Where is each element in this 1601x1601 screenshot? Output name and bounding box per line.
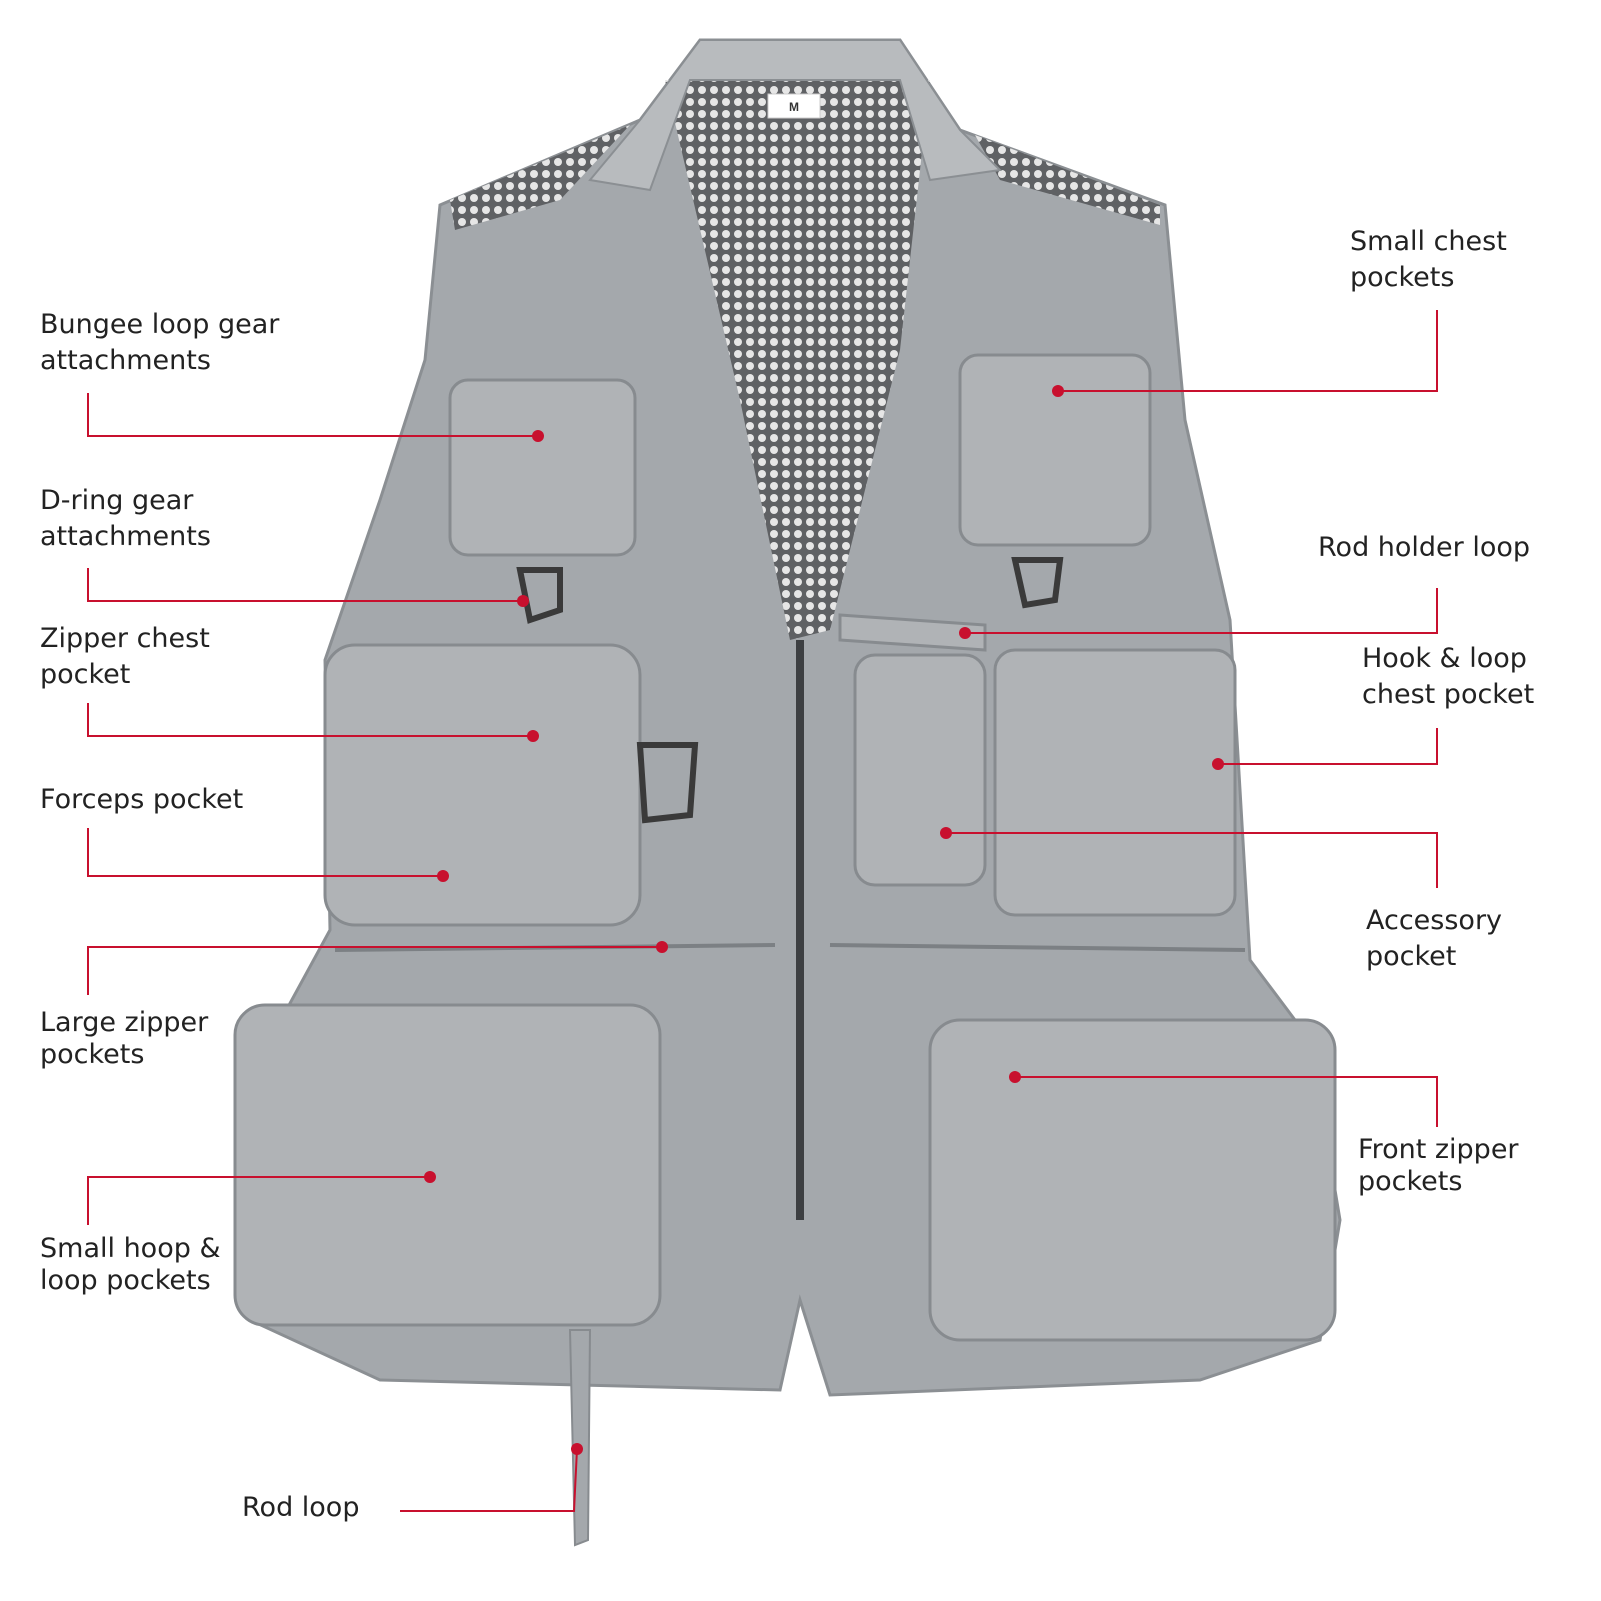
size-tag-text: M bbox=[789, 100, 799, 114]
size-label-tag bbox=[767, 93, 821, 119]
rod-loop-strap bbox=[568, 1329, 592, 1547]
shoulder-mesh-left bbox=[450, 125, 630, 230]
label-small-hoop: Small hoop &loop pockets bbox=[40, 1233, 221, 1297]
label-line: pockets bbox=[1350, 262, 1455, 293]
leader-dots bbox=[424, 385, 1224, 1455]
label-bungee-loop: Bungee loop gear attachments bbox=[40, 307, 279, 379]
label-line: Large zipper bbox=[40, 1007, 209, 1038]
label-line: loop pockets bbox=[40, 1265, 211, 1296]
label-line: pocket bbox=[40, 659, 131, 690]
label-hook-loop: Hook & loop chest pocket bbox=[1362, 641, 1534, 713]
label-line: D-ring gear bbox=[40, 485, 194, 516]
label-line: attachments bbox=[40, 521, 211, 552]
label-line: pockets bbox=[1358, 1166, 1463, 1197]
pockets bbox=[233, 353, 1337, 1342]
label-line: pocket bbox=[1366, 941, 1457, 972]
mesh-back bbox=[665, 80, 930, 640]
label-rod-holder: Rod holder loop bbox=[1318, 530, 1530, 566]
label-small-chest: Small chest pockets bbox=[1350, 224, 1507, 296]
label-line: Rod loop bbox=[242, 1492, 360, 1523]
leader-lines bbox=[87, 310, 1438, 1512]
label-forceps: Forceps pocket bbox=[40, 782, 243, 818]
shoulder-mesh-right bbox=[975, 135, 1160, 225]
label-line: Forceps pocket bbox=[40, 784, 244, 815]
label-line: attachments bbox=[40, 345, 211, 376]
label-line: Front zipper bbox=[1358, 1134, 1519, 1165]
label-accessory: Accessory pocket bbox=[1366, 903, 1502, 975]
label-line: pockets bbox=[40, 1039, 145, 1070]
label-d-ring: D-ring gear attachments bbox=[40, 483, 211, 555]
label-line: Small chest bbox=[1350, 226, 1507, 257]
label-line: Accessory bbox=[1366, 905, 1503, 936]
label-line: Small hoop & bbox=[40, 1233, 221, 1264]
label-rod-loop: Rod loop bbox=[242, 1490, 359, 1526]
label-line: chest pocket bbox=[1362, 679, 1535, 710]
label-zipper-chest: Zipper chest pocket bbox=[40, 621, 210, 693]
label-line: Rod holder loop bbox=[1318, 532, 1531, 563]
label-line: Hook & loop bbox=[1362, 643, 1527, 674]
label-line: Bungee loop gear bbox=[40, 309, 280, 340]
label-line: Zipper chest bbox=[40, 623, 210, 654]
collar bbox=[588, 39, 1003, 192]
